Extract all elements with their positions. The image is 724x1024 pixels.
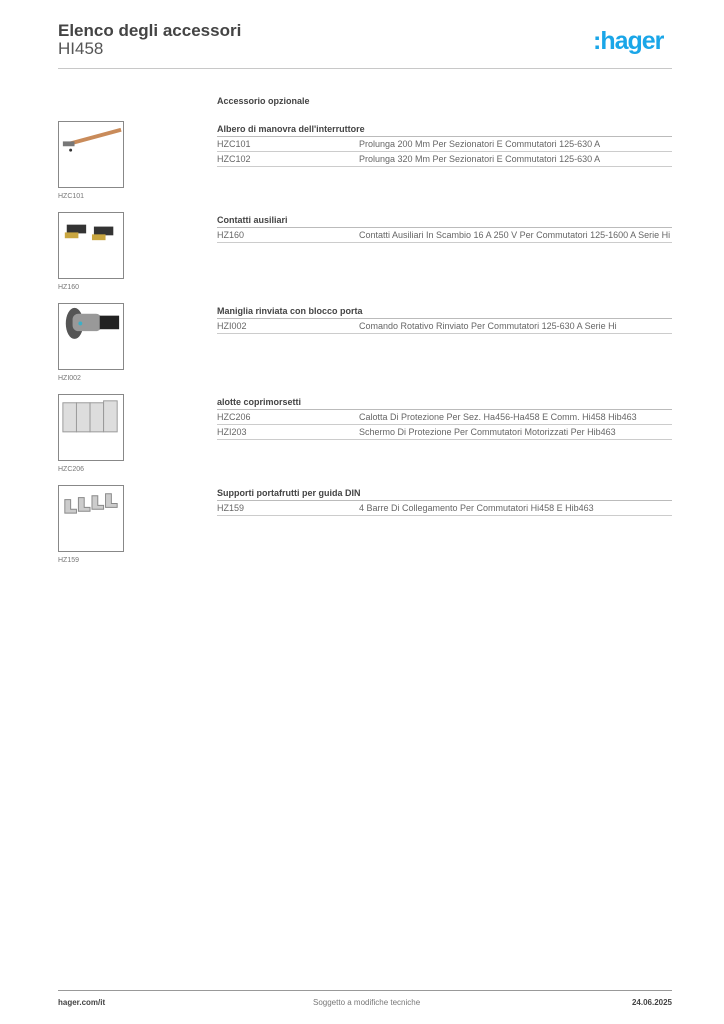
article-code: HZC206 [217, 412, 251, 422]
footer-date: 24.06.2025 [631, 998, 672, 1007]
article-table: HZ159 4 Barre Di Collegamento Per Commuta… [217, 501, 672, 516]
extension-shaft-icon [58, 121, 124, 188]
image-caption: HZ160 [58, 284, 80, 291]
accessory-group: HZC206 alotte coprimorsetti HZC206 Calott… [58, 394, 672, 485]
article-description: Contatti Ausiliari In Scambio 16 A 250 V… [359, 230, 671, 240]
group-title: Albero di manovra dell'interruttore [217, 124, 672, 137]
page-title: Elenco degli accessori [58, 21, 242, 40]
article-code: HZI203 [217, 427, 247, 437]
group-title: Contatti ausiliari [217, 215, 672, 228]
table-row: HZ160 Contatti Ausiliari In Scambio 16 A … [217, 228, 672, 243]
table-row: HZ159 4 Barre Di Collegamento Per Commuta… [217, 501, 672, 516]
article-code: HZC101 [217, 139, 251, 149]
group-title: alotte coprimorsetti [217, 397, 672, 410]
table-row: HZC206 Calotta Di Protezione Per Sez. Ha4… [217, 410, 672, 425]
article-description: Prolunga 200 Mm Per Sezionatori E Commut… [359, 139, 601, 149]
footer-divider [58, 990, 672, 991]
article-code: HZ160 [217, 230, 245, 240]
accessory-group: HZC101 Albero di manovra dell'interrutto… [58, 121, 672, 212]
image-caption: HZC206 [58, 466, 85, 473]
article-description: Calotta Di Protezione Per Sez. Ha456-Ha4… [359, 412, 637, 422]
header-divider [58, 68, 672, 69]
article-description: 4 Barre Di Collegamento Per Commutatori … [359, 503, 594, 513]
image-caption: HZC101 [58, 193, 85, 200]
article-code: HZI002 [217, 321, 247, 331]
table-row: HZC102 Prolunga 320 Mm Per Sezionatori E … [217, 152, 672, 167]
article-code: HZC102 [217, 154, 251, 164]
auxiliary-contacts-icon [58, 212, 124, 279]
footer-website[interactable]: hager.com/it [58, 998, 106, 1007]
table-row: HZI203 Schermo Di Protezione Per Commutat… [217, 425, 672, 440]
article-description: Schermo Di Protezione Per Commutatori Mo… [359, 427, 616, 437]
image-caption: HZI002 [58, 375, 81, 382]
connection-bars-icon [58, 485, 124, 552]
article-description: Comando Rotativo Rinviato Per Commutator… [359, 321, 617, 331]
accessory-group: HZ160 Contatti ausiliari HZ160 Contatti A… [58, 212, 672, 303]
footer-note: Soggetto a modifiche tecniche [313, 998, 421, 1007]
product-code: HI458 [58, 39, 104, 58]
table-row: HZC101 Prolunga 200 Mm Per Sezionatori E … [217, 137, 672, 152]
rotary-handle-icon [58, 303, 124, 370]
article-table: HZC101 Prolunga 200 Mm Per Sezionatori E … [217, 137, 672, 167]
article-code: HZ159 [217, 503, 245, 513]
article-table: HZ160 Contatti Ausiliari In Scambio 16 A … [217, 228, 672, 243]
group-title: Maniglia rinviata con blocco porta [217, 306, 672, 319]
article-table: HZI002 Comando Rotativo Rinviato Per Comm… [217, 319, 672, 334]
article-table: HZC206 Calotta Di Protezione Per Sez. Ha4… [217, 410, 672, 440]
terminal-covers-icon [58, 394, 124, 461]
group-title: Supporti portafrutti per guida DIN [217, 488, 672, 501]
article-description: Prolunga 320 Mm Per Sezionatori E Commut… [359, 154, 601, 164]
accessory-group: HZ159 Supporti portafrutti per guida DIN… [58, 485, 672, 576]
section-label: Accessorio opzionale [217, 96, 310, 106]
accessory-group: HZI002 Maniglia rinviata con blocco port… [58, 303, 672, 394]
hager-logo: :hager [593, 27, 664, 55]
image-caption: HZ159 [58, 557, 80, 564]
table-row: HZI002 Comando Rotativo Rinviato Per Comm… [217, 319, 672, 334]
